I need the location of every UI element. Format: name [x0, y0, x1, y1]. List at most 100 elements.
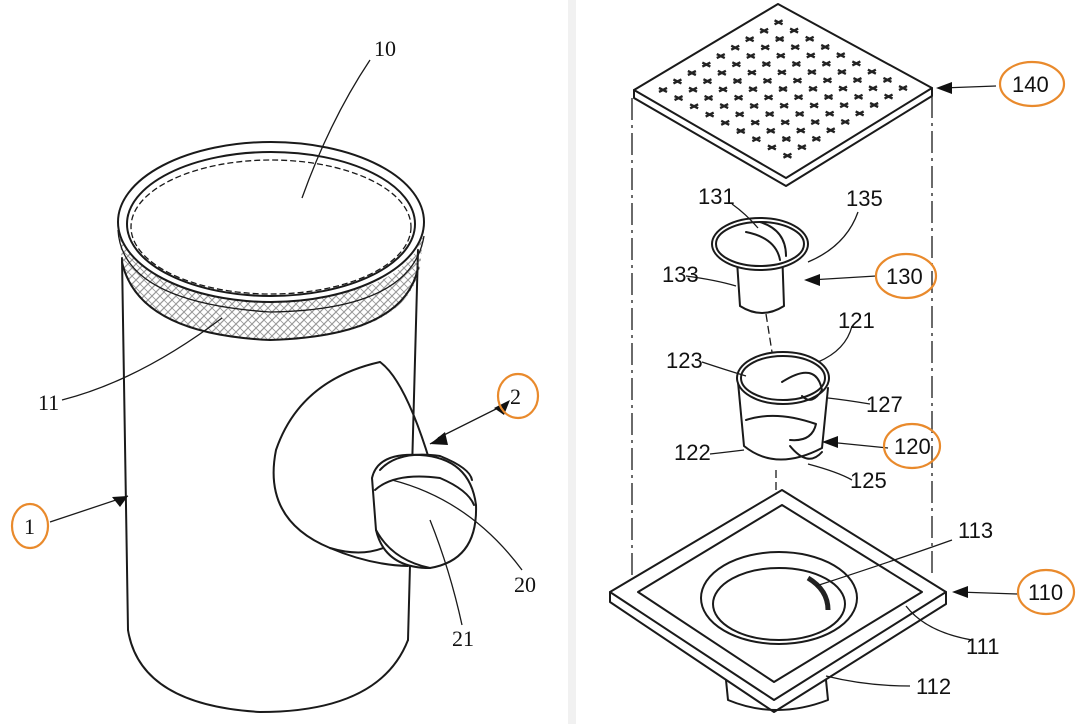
arrow-130: [804, 274, 820, 286]
cover-hole: [851, 60, 861, 67]
cover-hole: [854, 93, 864, 100]
cover-hole: [720, 119, 730, 126]
cover-hole: [836, 52, 846, 59]
cover-hole: [824, 93, 834, 101]
cover-hole: [882, 76, 892, 83]
label-120: 120: [894, 434, 931, 459]
label-122: 122: [674, 440, 711, 465]
figure-pipe-fitting: 10 11 2 20 21 1: [10, 36, 540, 713]
label-20: 20: [514, 572, 536, 597]
cover-hole: [730, 44, 740, 51]
cover-hole: [780, 119, 790, 126]
cover-hole: [716, 53, 726, 60]
cover-hole: [672, 78, 682, 85]
cover-hole: [797, 144, 807, 151]
arrow-120: [822, 436, 838, 448]
cover-hole: [750, 119, 760, 126]
cover-hole: [734, 94, 744, 101]
leader-lines-right: [685, 85, 1019, 687]
cover-hole: [778, 85, 788, 93]
label-133: 133: [662, 262, 699, 287]
cover-hole: [775, 35, 785, 43]
axis-line-1: [765, 313, 773, 353]
highlight-circle-1: [10, 502, 50, 550]
cover-hole: [869, 101, 879, 109]
cover-hole: [884, 93, 894, 100]
cover-hole: [705, 111, 715, 118]
pipe-body: [117, 141, 425, 713]
cover-hole: [746, 52, 756, 59]
cover-hole: [719, 103, 729, 110]
label-21: 21: [452, 626, 474, 651]
cover-hole: [776, 52, 786, 59]
drain-base: [609, 489, 947, 713]
cover-hole: [867, 68, 877, 75]
cover-hole: [736, 127, 746, 135]
cover-holes: [658, 19, 908, 159]
cover-hole: [761, 61, 771, 68]
drain-cover: [633, 3, 933, 187]
cover-hole: [852, 77, 862, 84]
cover-hole: [766, 127, 776, 134]
cover-hole: [795, 110, 805, 117]
cover-hole: [821, 60, 831, 67]
label-11: 11: [38, 390, 59, 415]
label-111: 111: [966, 634, 999, 659]
cover-hole: [687, 69, 697, 77]
label-125: 125: [850, 468, 887, 493]
cover-hole: [658, 86, 668, 93]
highlight-circle-2: [496, 372, 540, 420]
cover-hole: [810, 119, 820, 126]
cover-hole: [779, 102, 789, 109]
cover-hole: [688, 86, 698, 93]
cover-hole: [674, 95, 684, 102]
label-135: 135: [846, 186, 883, 211]
cover-hole: [745, 36, 755, 43]
highlight-circle-120: [882, 422, 942, 470]
label-140: 140: [1012, 72, 1049, 97]
cover-hole: [794, 94, 804, 101]
cover-hole: [820, 43, 830, 51]
cover-hole: [704, 94, 714, 101]
label-121: 121: [838, 308, 875, 333]
branch-outlet: [272, 361, 478, 569]
label-112: 112: [916, 674, 951, 699]
cover-hole: [702, 78, 712, 85]
cover-hole: [701, 61, 711, 68]
cover-hole: [751, 136, 761, 143]
cover-hole: [840, 118, 850, 125]
cover-hole: [764, 94, 774, 101]
cover-hole: [868, 85, 878, 92]
cover-hole: [777, 69, 787, 76]
label-130: 130: [886, 264, 923, 289]
cover-hole: [717, 69, 727, 76]
cover-hole: [781, 135, 791, 143]
cover-hole: [689, 103, 699, 110]
label-1: 1: [24, 514, 35, 539]
highlight-circle-130: [874, 252, 938, 300]
cover-hole: [735, 111, 745, 118]
arrow-branch: [430, 432, 448, 445]
cover-hole: [747, 69, 757, 76]
cover-hole: [790, 44, 800, 51]
arrow-1: [112, 496, 128, 507]
cover-hole: [825, 110, 835, 117]
label-127: 127: [866, 392, 903, 417]
label-10: 10: [374, 36, 396, 61]
cover-hole: [792, 77, 802, 84]
cover-hole: [839, 102, 849, 109]
cover-hole: [789, 27, 799, 34]
cover-hole: [855, 110, 865, 117]
cover-hole: [806, 52, 816, 59]
cover-hole: [749, 102, 759, 109]
trap-part: [711, 217, 809, 314]
label-110: 110: [1028, 580, 1063, 605]
panel-divider: [568, 0, 576, 724]
cover-hole: [767, 144, 777, 151]
cover-hole: [731, 61, 741, 68]
cover-hole: [782, 152, 792, 159]
highlight-circle-110: [1016, 568, 1076, 616]
label-131: 131: [698, 184, 735, 209]
arrow-140: [936, 82, 952, 94]
label-2: 2: [510, 384, 521, 409]
